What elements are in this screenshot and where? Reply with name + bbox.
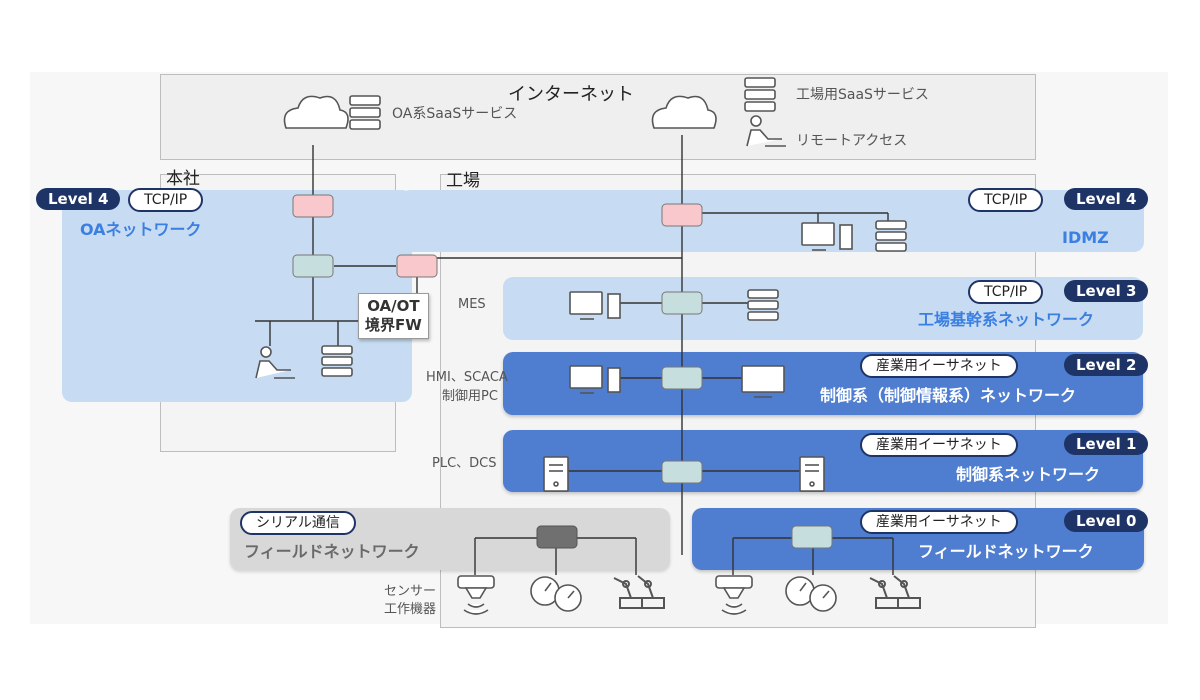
workstation-icon — [569, 365, 621, 394]
sensor-label: センサー — [384, 584, 437, 599]
oa-level-badge: Level 4 — [36, 188, 121, 210]
fw-line1: OA/OT — [367, 297, 420, 315]
level3-level-badge: Level 3 — [1064, 280, 1149, 302]
server-icon — [747, 289, 779, 321]
level3-protocol-badge: TCP/IP — [968, 280, 1044, 304]
oa-ot-firewall — [396, 254, 438, 278]
hmi-label: HMI、SCACA — [426, 370, 508, 385]
level0-name: フィールドネットワーク — [918, 542, 1094, 561]
mes-label: MES — [458, 297, 486, 312]
level3-switch — [661, 291, 703, 315]
control-pc-label: 制御用PC — [442, 389, 498, 404]
plc-dcs-label: PLC、DCS — [432, 456, 497, 471]
user-icon — [255, 346, 295, 379]
robot-arm-icon — [869, 575, 921, 609]
gauge-icon — [785, 576, 837, 612]
oa-network-band — [62, 190, 412, 402]
idmz-level-badge: Level 4 — [1064, 188, 1149, 210]
oa-core-switch — [292, 254, 334, 278]
monitor-icon — [741, 365, 785, 398]
machine-tool-label: 工作機器 — [384, 602, 437, 617]
level2-name: 制御系（制御情報系）ネットワーク — [820, 386, 1077, 405]
oa-ot-firewall-label: OA/OT 境界FW — [358, 293, 429, 339]
serial-protocol-badge: シリアル通信 — [240, 511, 356, 535]
workstation-icon — [801, 222, 853, 251]
level1-switch — [661, 460, 703, 484]
level1-name: 制御系ネットワーク — [956, 465, 1101, 484]
level3-name: 工場基幹系ネットワーク — [918, 310, 1095, 329]
sensor-icon — [457, 575, 495, 615]
factory-zone-title: 工場 — [446, 171, 480, 191]
server-icon — [321, 345, 353, 377]
fw-line2: 境界FW — [365, 316, 422, 334]
oa-protocol-badge: TCP/IP — [128, 188, 204, 212]
level0-level-badge: Level 0 — [1064, 510, 1149, 532]
level0-switch — [791, 525, 833, 549]
gauge-icon — [530, 576, 582, 612]
cloud-icon — [283, 95, 349, 129]
oa-saas-label: OA系SaaSサービス — [392, 106, 518, 122]
level0-protocol-badge: 産業用イーサネット — [860, 510, 1018, 534]
plc-icon — [543, 456, 569, 492]
level1-protocol-badge: 産業用イーサネット — [860, 433, 1018, 457]
oa-network-name: OAネットワーク — [80, 220, 202, 239]
idmz-switch — [661, 203, 703, 227]
serial-gateway — [536, 525, 578, 549]
server-icon — [349, 95, 381, 130]
workstation-icon — [569, 291, 621, 320]
remote-user-icon — [746, 115, 786, 147]
level2-level-badge: Level 2 — [1064, 354, 1149, 376]
factory-saas-label: 工場用SaaSサービス — [796, 87, 929, 103]
server-icon — [875, 220, 907, 252]
plc-icon — [799, 456, 825, 492]
cloud-icon — [651, 95, 717, 129]
hq-zone-title: 本社 — [166, 169, 200, 189]
field-serial-name: フィールドネットワーク — [244, 542, 420, 561]
sensor-icon — [715, 575, 753, 615]
server-icon — [744, 77, 776, 112]
idmz-protocol-badge: TCP/IP — [968, 188, 1044, 212]
internet-title: インターネット — [508, 84, 634, 105]
idmz-name: IDMZ — [1062, 228, 1109, 247]
level2-switch — [661, 366, 703, 390]
robot-arm-icon — [613, 575, 665, 609]
level1-level-badge: Level 1 — [1064, 433, 1149, 455]
internet-switch-hq — [292, 194, 334, 218]
remote-access-label: リモートアクセス — [796, 133, 908, 149]
level2-protocol-badge: 産業用イーサネット — [860, 354, 1018, 378]
